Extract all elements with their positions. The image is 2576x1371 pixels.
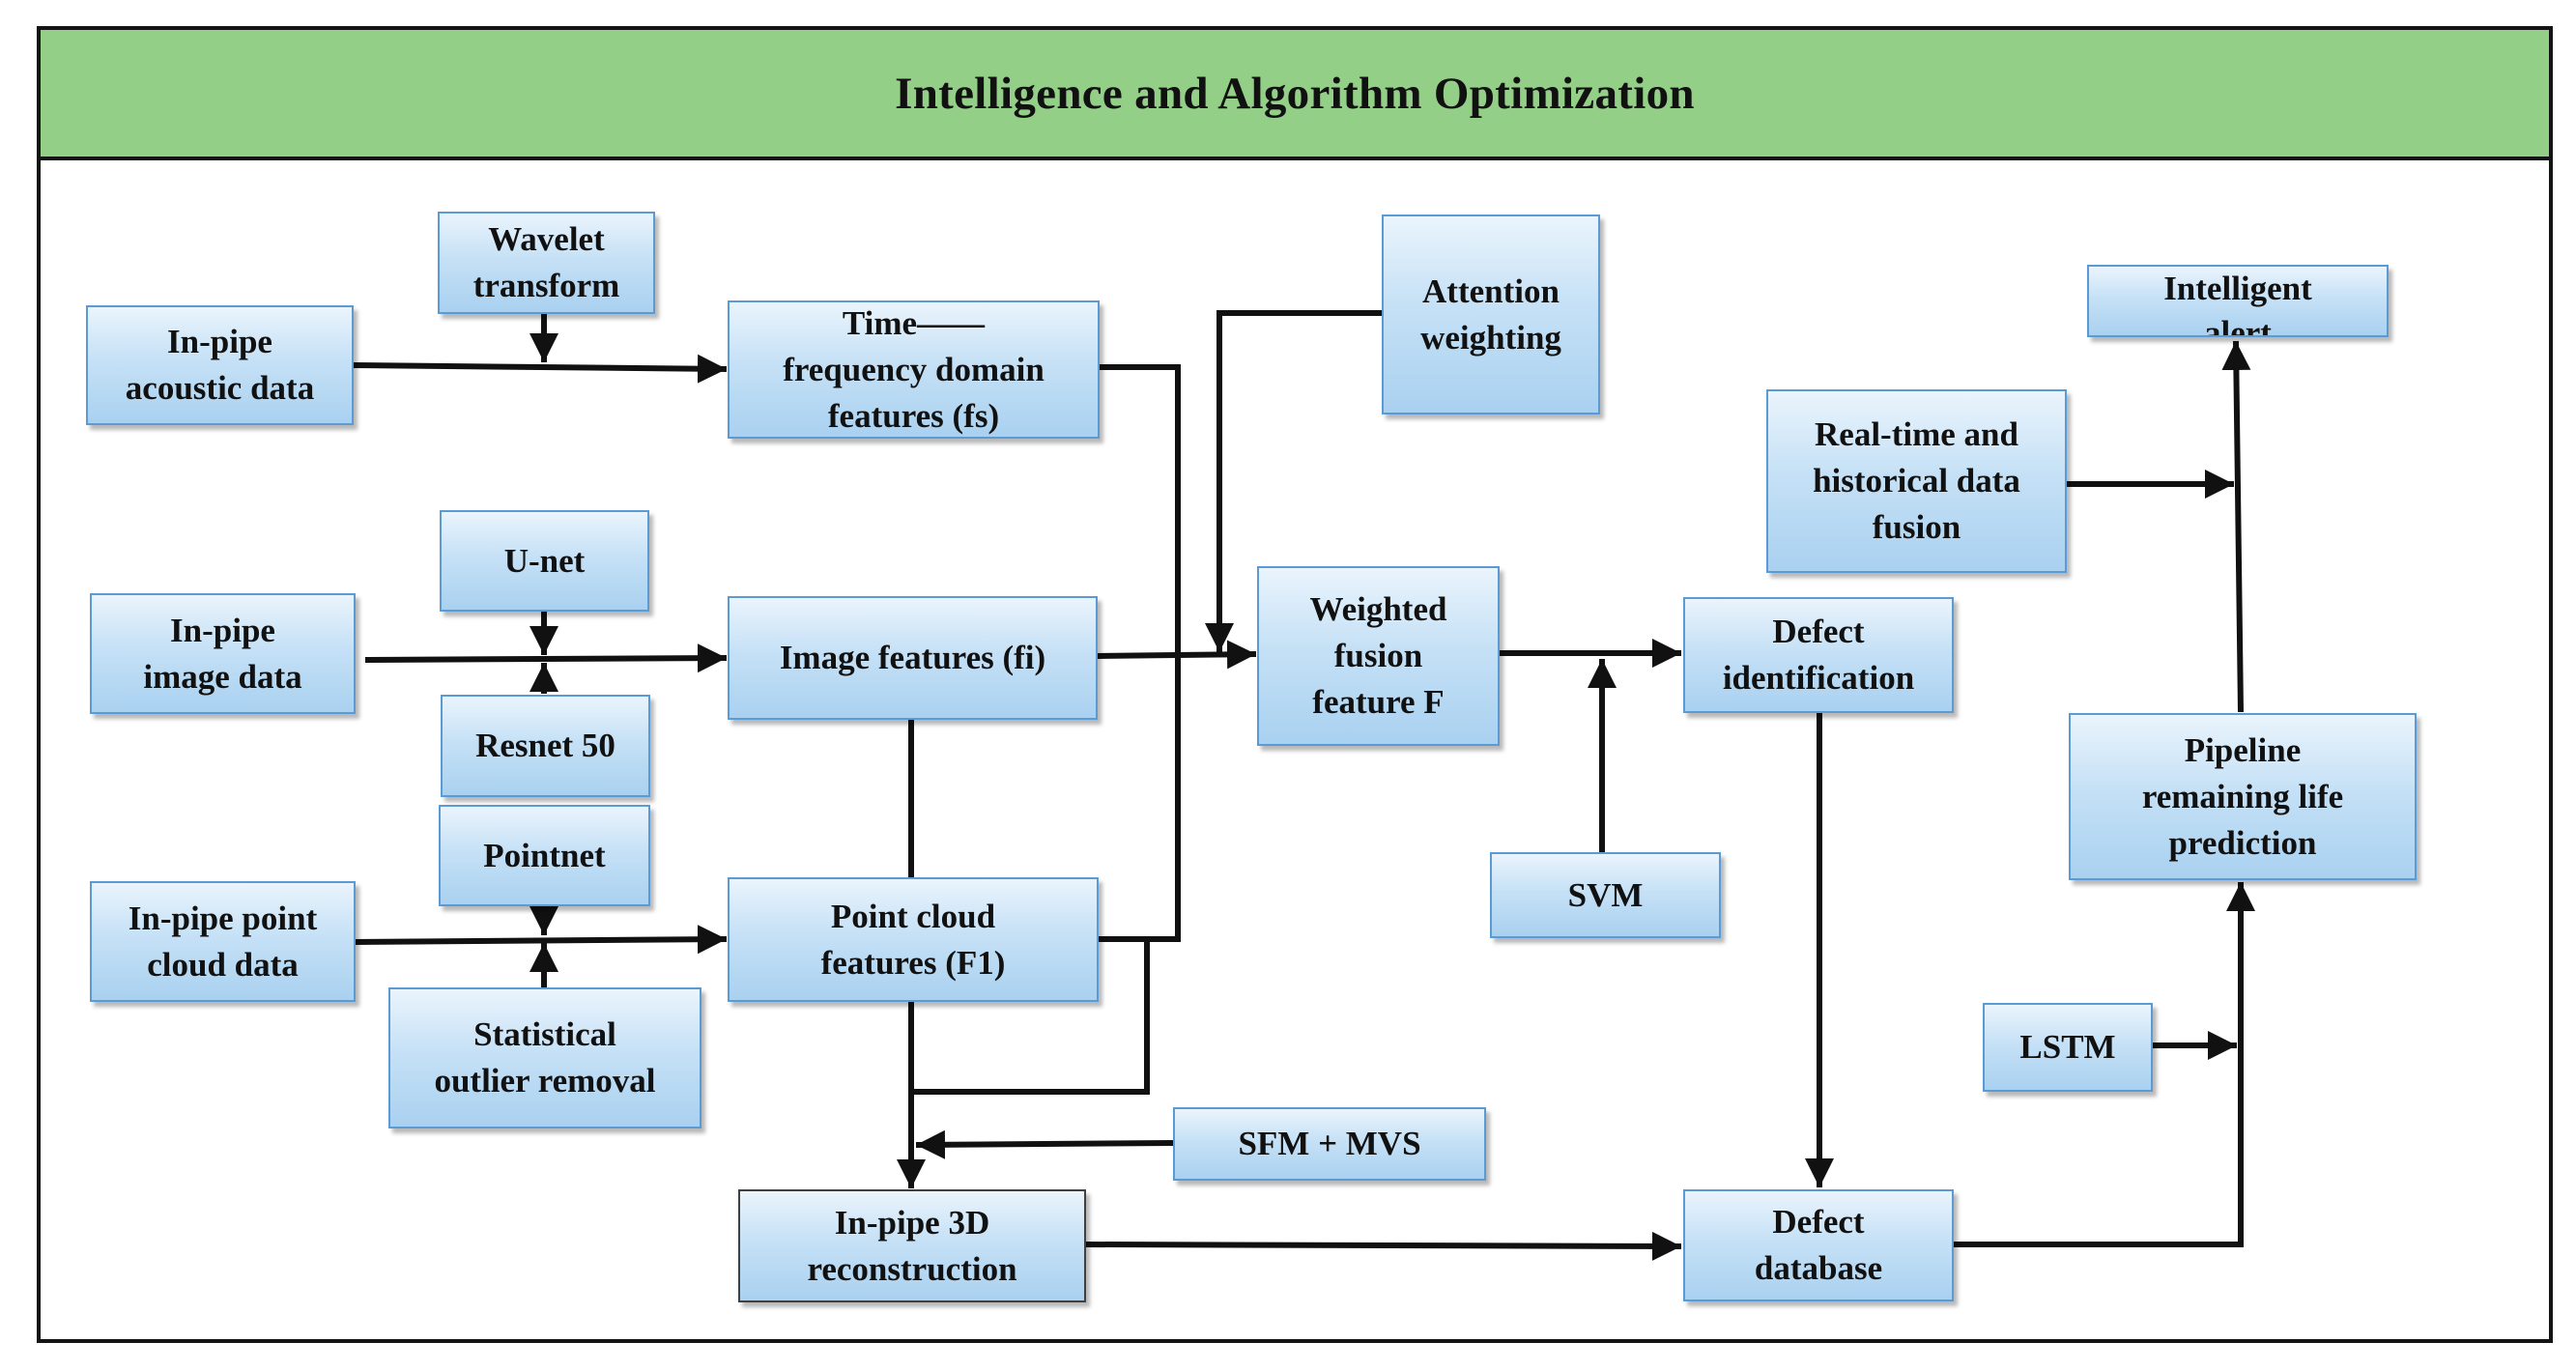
arrow-imagefeat-to-weighted: [1097, 640, 1257, 670]
node-image-data: In-pipe image data: [90, 593, 356, 714]
node-time-frequency-features: Time—— frequency domain features (fs): [728, 300, 1100, 439]
node-resnet50: Resnet 50: [441, 695, 650, 797]
arrow-recon-to-defectdb: [1085, 1231, 1682, 1261]
node-intelligent-alert: Intelligent alert: [2087, 265, 2389, 337]
node-defect-database: Defect database: [1683, 1189, 1954, 1301]
node-wavelet-transform: Wavelet transform: [438, 212, 655, 314]
diagram-title: Intelligence and Algorithm Optimization: [895, 68, 1695, 119]
node-unet: U-net: [440, 510, 649, 612]
node-svm: SVM: [1490, 852, 1721, 938]
node-3d-reconstruction: In-pipe 3D reconstruction: [738, 1189, 1086, 1302]
node-realtime-historical-fusion: Real-time and historical data fusion: [1766, 389, 2067, 573]
arrow-acoustic-to-timefreq: [353, 354, 728, 384]
node-point-cloud-features: Point cloud features (F1): [728, 877, 1099, 1002]
node-point-cloud-data: In-pipe point cloud data: [90, 881, 356, 1002]
arrow-pointdata-to-pointfeat: [355, 925, 728, 955]
node-remaining-life-prediction: Pipeline remaining life prediction: [2069, 713, 2417, 880]
node-sfm-mvs: SFM + MVS: [1173, 1107, 1486, 1181]
node-defect-identification: Defect identification: [1683, 597, 1954, 713]
node-attention-weighting: Attention weighting: [1382, 214, 1600, 414]
arrow-life-to-alert: [2221, 340, 2251, 713]
node-statistical-outlier-removal: Statistical outlier removal: [388, 987, 701, 1128]
node-acoustic-data: In-pipe acoustic data: [86, 305, 354, 425]
node-weighted-fusion-feature: Weighted fusion feature F: [1257, 566, 1500, 746]
node-pointnet: Pointnet: [439, 805, 650, 906]
arrow-imagedata-to-imagefeat: [364, 643, 728, 673]
arrow-attention-to-weighted: [1205, 310, 1382, 652]
arrow-defectdb-to-life: [1954, 882, 2255, 1247]
line-pointfeat-loop: [911, 936, 1150, 1095]
diagram-header: Intelligence and Algorithm Optimization: [37, 26, 2553, 160]
node-image-features: Image features (fi): [728, 596, 1098, 720]
arrow-sfm-to-recon: [915, 1129, 1174, 1159]
node-lstm: LSTM: [1983, 1003, 2153, 1092]
